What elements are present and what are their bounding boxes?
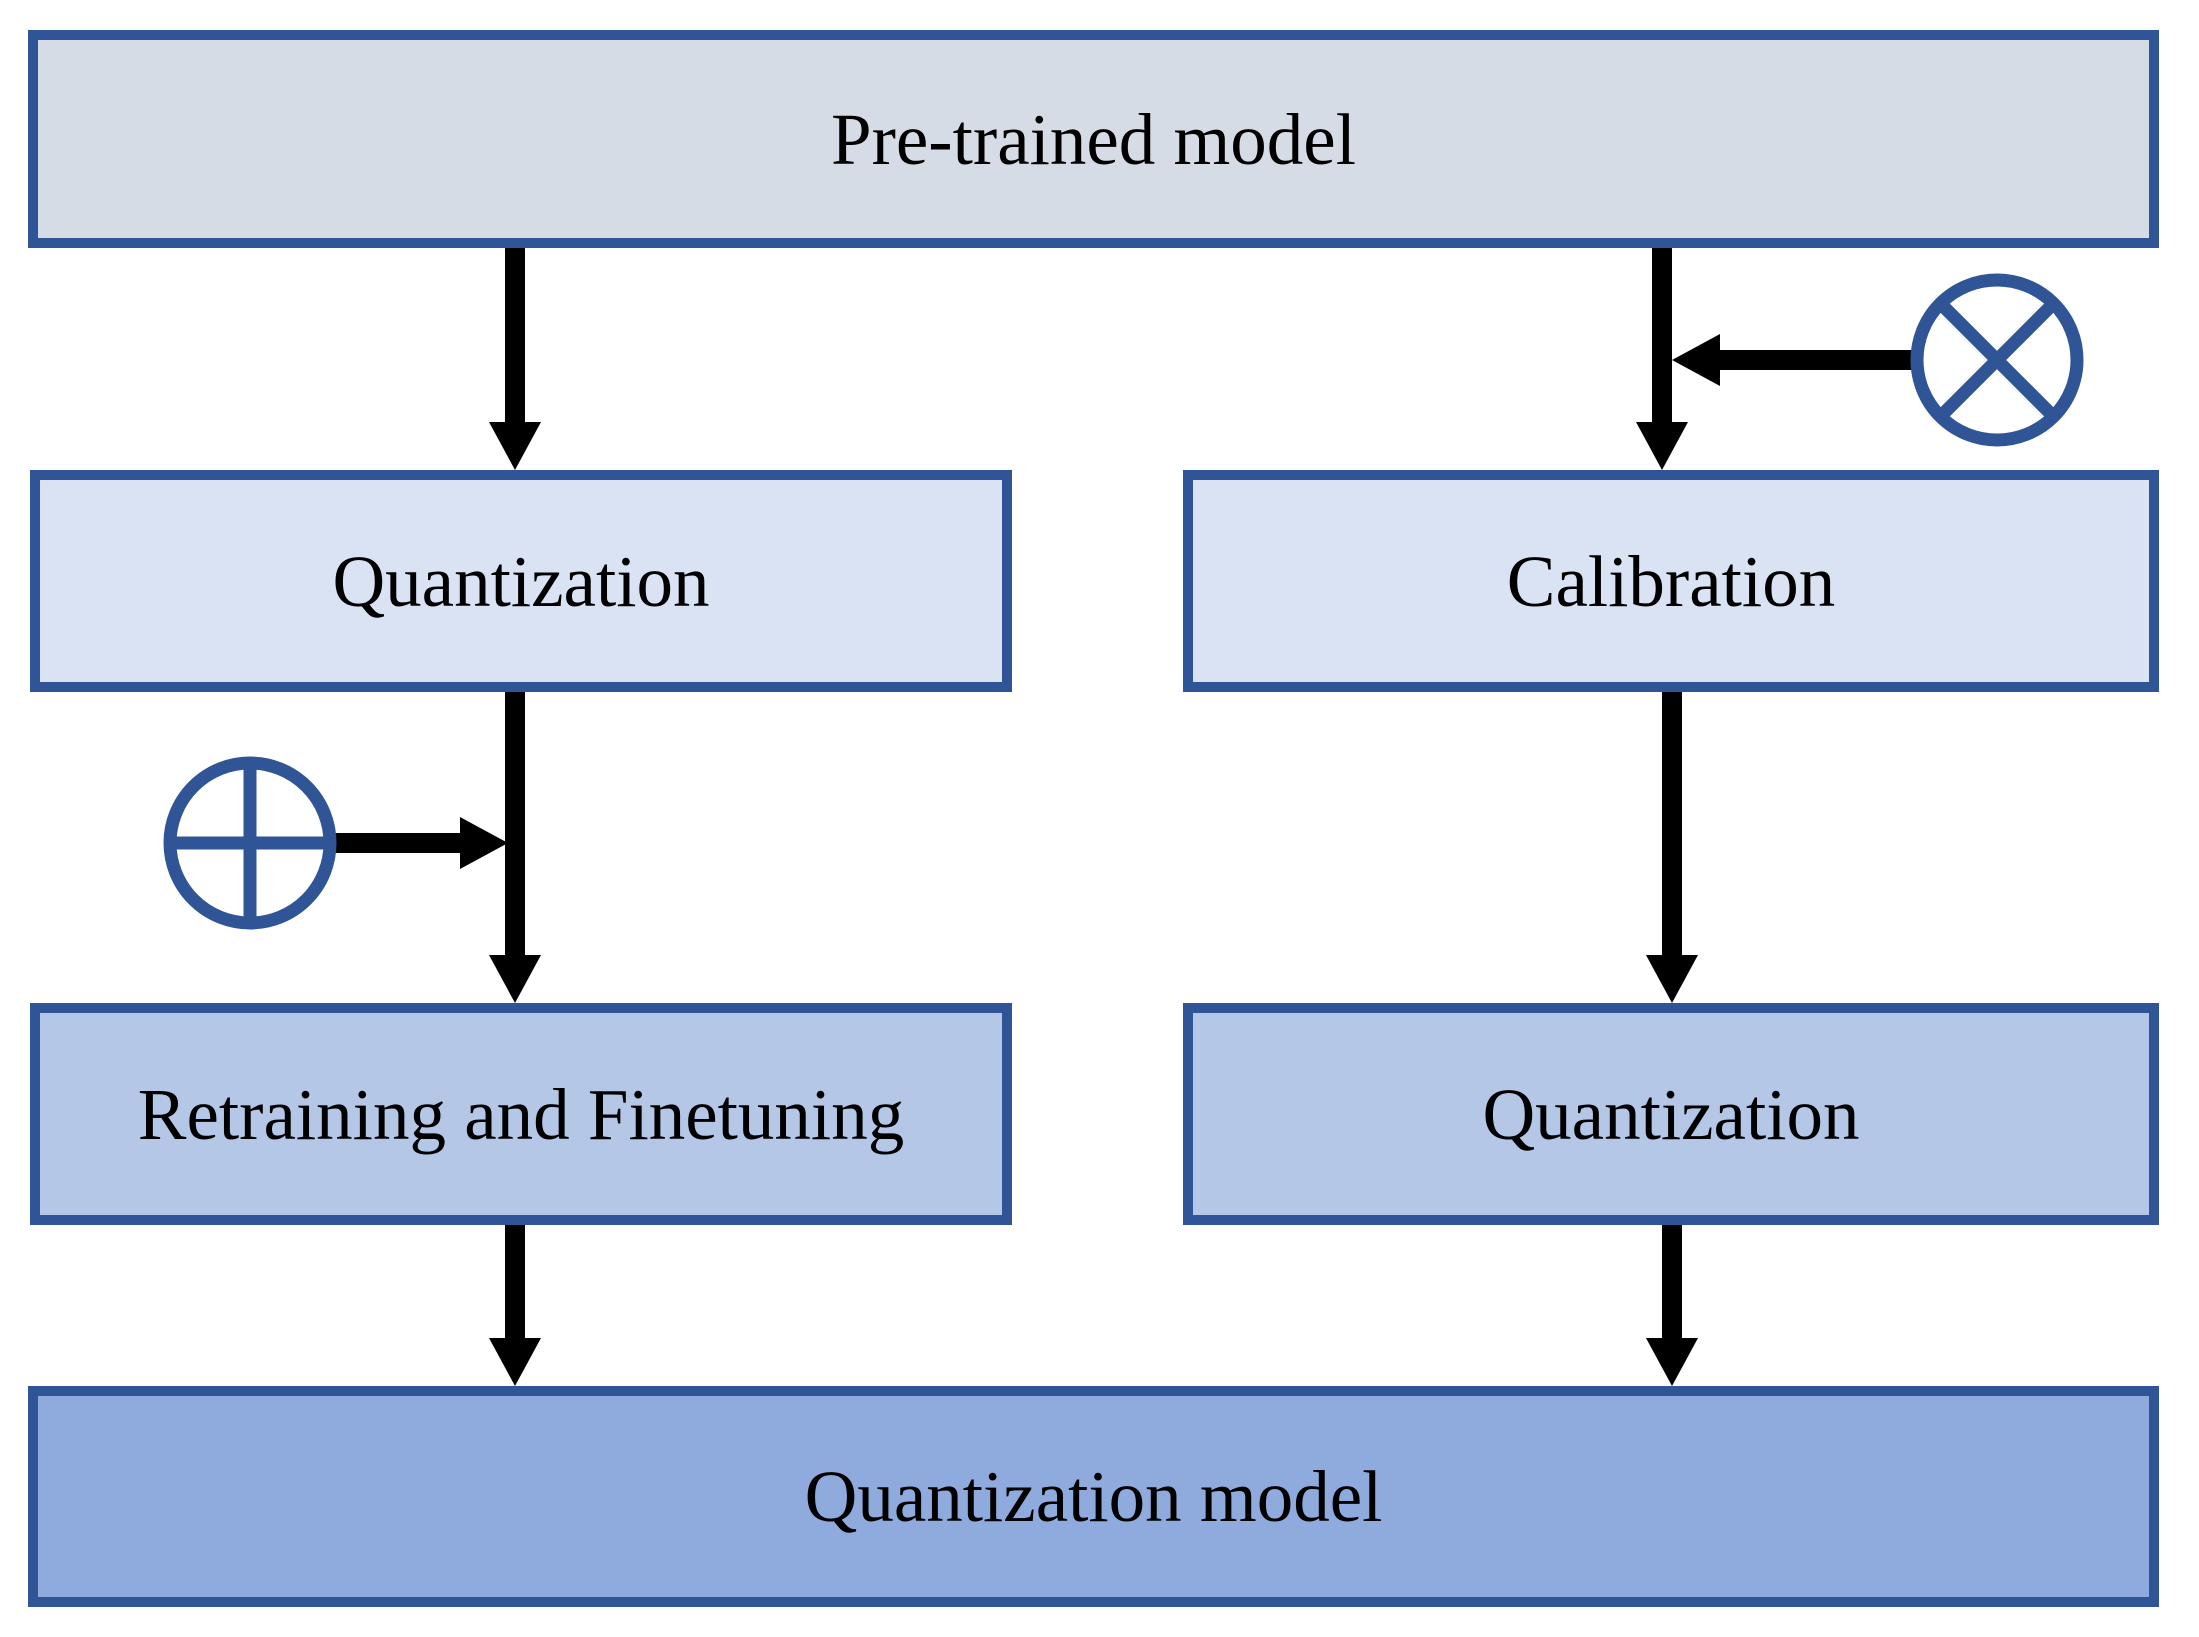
arrow-quantization-to-quantization-model bbox=[1646, 1225, 1698, 1386]
node-pretrained-model-label: Pre-trained model bbox=[830, 98, 1356, 180]
node-retraining-finetuning: Retraining and Finetuning bbox=[30, 1003, 1012, 1225]
arrow-circle-times-input bbox=[1672, 334, 1917, 386]
node-quantization-left: Quantization bbox=[30, 470, 1012, 692]
circle-plus-icon bbox=[163, 756, 337, 930]
node-pretrained-model: Pre-trained model bbox=[28, 30, 2159, 248]
node-retraining-finetuning-label: Retraining and Finetuning bbox=[137, 1073, 905, 1155]
circle-times-icon bbox=[1910, 273, 2084, 447]
node-quantization-right-label: Quantization bbox=[1482, 1073, 1860, 1155]
node-calibration-label: Calibration bbox=[1506, 540, 1836, 622]
node-quantization-right: Quantization bbox=[1183, 1003, 2159, 1225]
arrow-circle-plus-input bbox=[330, 817, 508, 869]
node-quantization-model-label: Quantization model bbox=[804, 1456, 1383, 1537]
arrow-pretrained-to-calibration bbox=[1636, 248, 1688, 470]
arrow-calibration-to-quantization bbox=[1646, 692, 1698, 1003]
node-quantization-model: Quantization model bbox=[28, 1386, 2159, 1607]
arrow-pretrained-to-quantization bbox=[489, 248, 541, 470]
arrow-quantization-to-retraining bbox=[489, 692, 541, 1003]
node-calibration: Calibration bbox=[1183, 470, 2159, 692]
arrow-retraining-to-quantization-model bbox=[489, 1225, 541, 1386]
node-quantization-left-label: Quantization bbox=[332, 540, 710, 622]
